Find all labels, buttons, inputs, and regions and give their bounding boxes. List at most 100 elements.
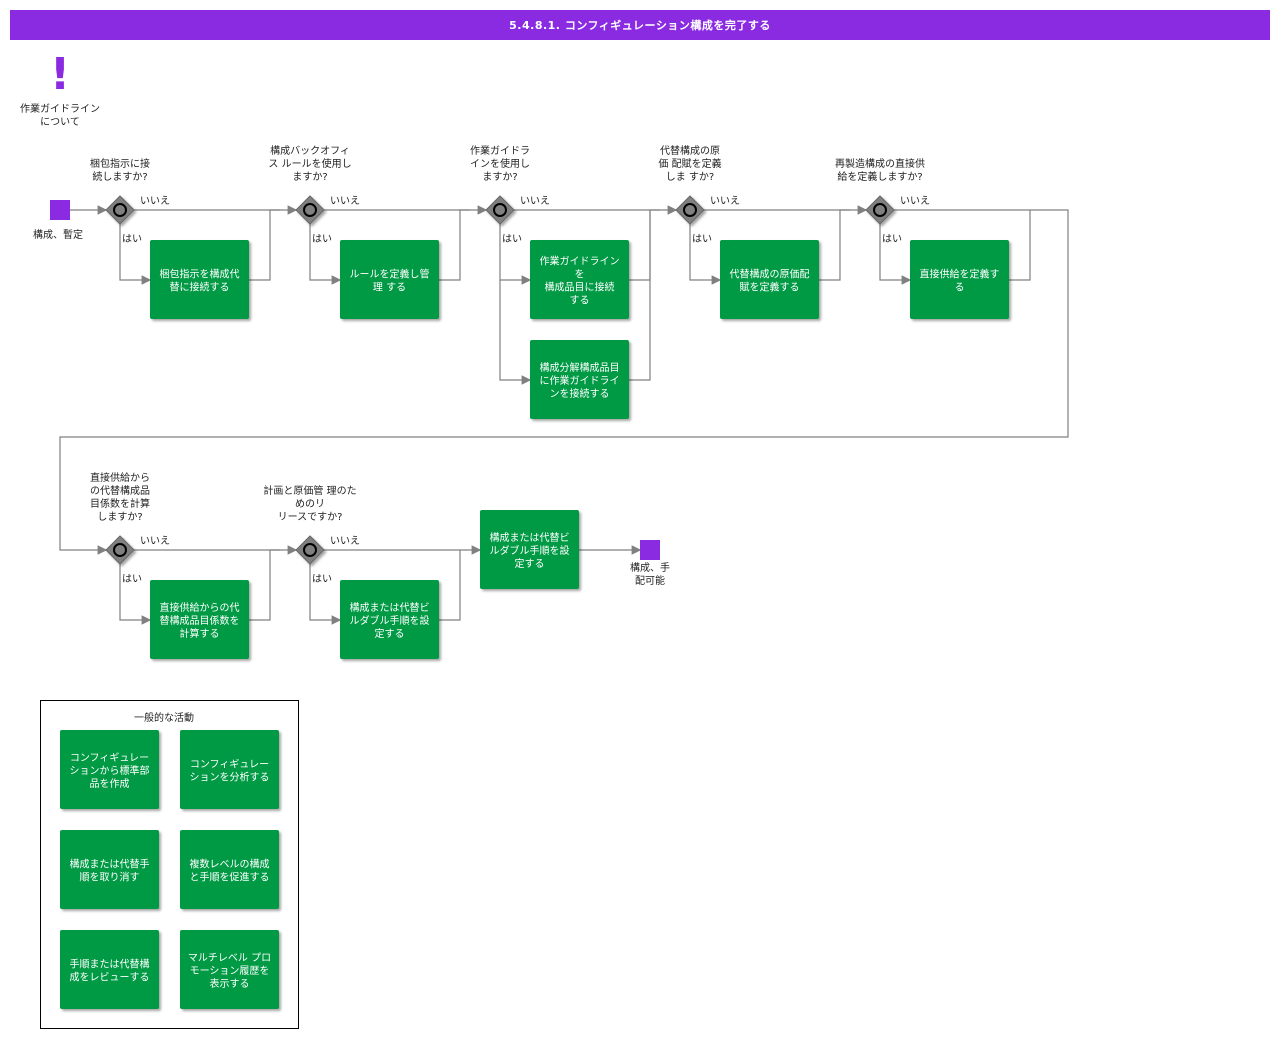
decision-gateway-2[interactable] (295, 195, 325, 225)
gateway-4-yes-label: はい (692, 233, 712, 245)
task-box-7-label: 直接供給からの代 (160, 601, 240, 614)
gateway-4-no-label: いいえ (710, 195, 740, 207)
gateway-2-yes-label: はい (312, 233, 332, 245)
gateway-3-yes-path-in (499, 224, 532, 285)
connectors (59, 205, 1069, 625)
gateway-3-yes-path-2-out (629, 210, 651, 381)
decision-gateway-3[interactable] (485, 195, 515, 225)
task-box-3-label: 構成品目に接続 (545, 281, 615, 294)
gateway-3-question: ますか? (482, 171, 517, 183)
gateway-4-question: しま すか? (666, 171, 715, 183)
gateway-1-yes-label: はい (122, 233, 142, 245)
gateway-2-yes-path-out (439, 209, 470, 281)
decision-gateway-4-circle-icon (683, 203, 697, 217)
legend-activity-1-label: ションから標準部 (70, 764, 150, 777)
gateway-4-yes-path-in (689, 224, 722, 285)
task-box-2-label: 理 する (373, 282, 406, 294)
gateway-7-yes-path-in (309, 564, 342, 625)
end-event[interactable] (640, 540, 660, 560)
gateway-6-yes-label: はい (122, 573, 142, 585)
gateway-6-question: の代替構成品 (90, 484, 150, 497)
decision-gateway-4[interactable] (675, 195, 705, 225)
gateway-4-question: 価 配賦を定義 (658, 157, 721, 170)
task-box-2[interactable] (340, 240, 439, 319)
gateway-2-question: 構成バックオフィ (270, 144, 350, 157)
task-box-5[interactable] (720, 240, 819, 319)
gateway-6-question: 直接供給から (90, 471, 150, 484)
legend-activity-3-label: 構成または代替手 (70, 858, 150, 871)
gateway-2-question: ス ルールを使用し (268, 157, 351, 170)
decision-gateway-3-circle-icon (493, 203, 507, 217)
gateway-2-question: ますか? (292, 171, 327, 183)
decision-gateway-5[interactable] (865, 195, 895, 225)
decision-gateway-2-circle-icon (303, 203, 317, 217)
task-box-4[interactable] (530, 340, 629, 419)
legend-activity-5[interactable] (60, 930, 159, 1009)
task-box-8-label: 構成または代替ビ (350, 601, 430, 614)
gateway-5-question: 給を定義しますか? (837, 170, 922, 183)
task-box-7-label: 替構成品目係数を (160, 614, 240, 627)
decision-gateway-6-circle-icon (113, 543, 127, 557)
task-box-6[interactable] (910, 240, 1009, 319)
decision-gateway-5-circle-icon (873, 203, 887, 217)
legend-activity-6-label: 表示する (210, 977, 250, 990)
task-box-7[interactable] (150, 580, 249, 659)
gateway-5-yes-label: はい (882, 233, 902, 245)
task-box-9[interactable] (480, 510, 579, 589)
gateway-7-yes-label: はい (312, 573, 332, 585)
legend-activity-4[interactable] (180, 830, 279, 909)
legend-activity-4-label: と手順を促進する (190, 871, 270, 884)
gateway-4-question: 代替構成の原 (660, 144, 720, 157)
gateway-7-question: 計画と原価管 理のた (263, 484, 356, 497)
task-box-6-label: る (955, 282, 965, 294)
legend-activity-1-label: コンフィギュレー (70, 752, 149, 764)
page-title: 5.4.8.1. コンフィギュレーション構成を完了する (10, 10, 1270, 40)
gateway-7-no-label: いいえ (330, 535, 360, 547)
gateway-7-question: リースですか? (278, 511, 343, 523)
gateway-5-yes-path-out (1009, 210, 1031, 281)
shapes (50, 195, 1009, 1009)
legend-activity-1[interactable] (60, 730, 159, 809)
task-box-7-label: 計算する (180, 627, 220, 640)
gateway-3-yes-path-out (629, 209, 660, 281)
gateway-1-no-label: いいえ (140, 195, 170, 207)
gateway-5-yes-path-in (879, 224, 912, 285)
legend-activity-2[interactable] (180, 730, 279, 809)
gateway-2-no-label: いいえ (330, 195, 360, 207)
task-box-8[interactable] (340, 580, 439, 659)
task-box-1-label: 梱包指示を構成代 (160, 268, 240, 281)
task-box-1-label: 替に接続する (170, 281, 230, 294)
legend-activity-6-label: モーション履歴を (190, 965, 270, 977)
task-box-6-label: 直接供給を定義す (920, 268, 1000, 281)
legend-activity-3[interactable] (60, 830, 159, 909)
task-box-3[interactable] (530, 240, 629, 319)
gateway-6-question: しますか? (97, 511, 142, 523)
gateway-1-yes-path-in (119, 224, 152, 285)
task-box-9-label: ルダブル手順を設 (490, 544, 570, 557)
exclamation-icon[interactable]: ! (50, 49, 71, 100)
task-box-4-label: に作業ガイドライ (540, 374, 620, 387)
decision-gateway-7[interactable] (295, 535, 325, 565)
legend-activity-6[interactable] (180, 930, 279, 1009)
legend-activity-2-label: ションを分析する (190, 771, 270, 784)
task-box-1[interactable] (150, 240, 249, 319)
task-box-2-label: ルールを定義し管 (350, 268, 430, 281)
decision-gateway-6[interactable] (105, 535, 135, 565)
legend-activity-2-label: コンフィギュレー (190, 759, 269, 771)
common-activities-legend (40, 700, 299, 1029)
task-box-8-label: 定する (375, 627, 405, 640)
legend-activity-1-label: 品を作成 (90, 778, 130, 790)
task-box-3-label: する (570, 295, 590, 307)
gateway-5-no-label: いいえ (900, 195, 930, 207)
start-event-label: 構成、暫定 (33, 228, 83, 241)
gateway-3-yes-path-2-in (499, 280, 532, 385)
gateway-2-yes-path-in (309, 224, 342, 285)
task-box-3-label: を (575, 269, 585, 281)
start-event[interactable] (50, 200, 70, 220)
gateway-6-yes-path-in (119, 564, 152, 625)
gateway-3-question: 作業ガイドラ (470, 144, 530, 157)
guide-label[interactable]: 作業ガイドラインについて (20, 104, 100, 128)
legend-activity-6-label: マルチレベル プロ (188, 952, 271, 964)
decision-gateway-1[interactable] (105, 195, 135, 225)
